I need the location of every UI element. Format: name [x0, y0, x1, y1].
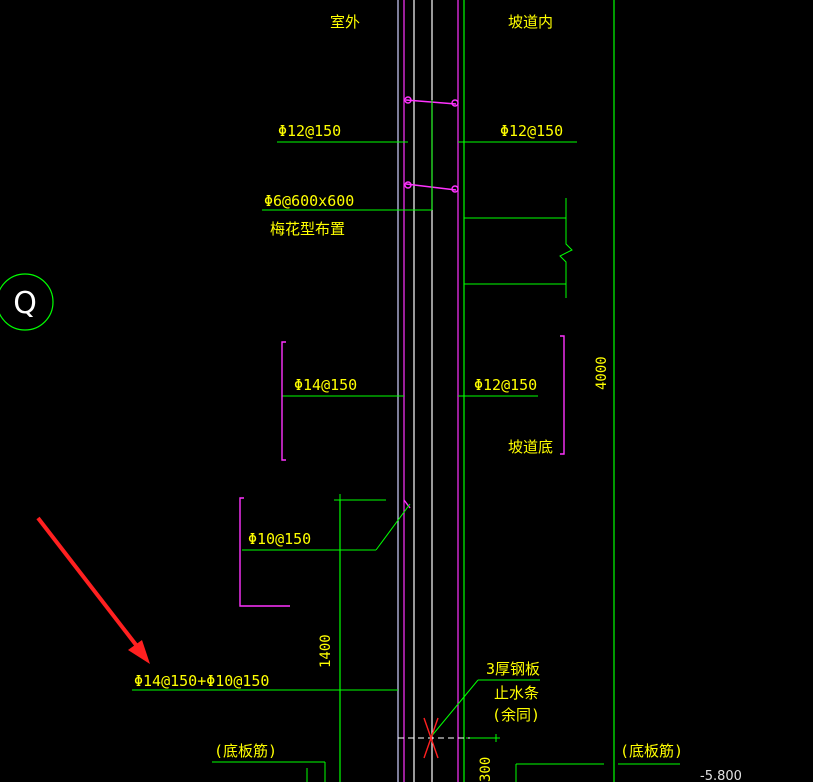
label-ramp-inside: 坡道内	[508, 13, 553, 31]
label-rebar-right-top: Φ12@150	[500, 122, 563, 140]
label-slab-rebar-right: (底板筋)	[620, 742, 683, 760]
label-rebar-combo: Φ14@150+Φ10@150	[134, 672, 269, 690]
label-rebar-left-top: Φ12@150	[278, 122, 341, 140]
label-rebar-left-mid: Φ14@150	[294, 376, 357, 394]
label-rebar-left-low: Φ10@150	[248, 530, 311, 548]
label-steel-plate: 3厚钢板	[486, 660, 540, 678]
tie-bars	[403, 96, 459, 509]
axis-bubble-label: Q	[13, 286, 37, 321]
dim-height-left: 1400	[318, 634, 334, 668]
label-tie-layout: 梅花型布置	[270, 220, 345, 238]
dim-small: 300	[478, 757, 494, 782]
waterstop-mark	[423, 717, 439, 759]
axis-bubble: Q	[0, 273, 54, 331]
label-waterstop: 止水条	[494, 684, 539, 702]
rebar-range-brackets	[239, 335, 565, 607]
red-arrow	[36, 516, 150, 664]
label-outdoor: 室外	[330, 13, 360, 31]
label-ramp-bottom: 坡道底	[508, 438, 553, 456]
label-rebar-right-mid: Φ12@150	[474, 376, 537, 394]
label-tie-spec: Φ6@600x600	[264, 192, 354, 210]
label-slab-rebar-left: (底板筋)	[214, 742, 277, 760]
leader-lines	[132, 100, 680, 782]
label-elevation: -5.800	[700, 769, 742, 782]
dim-height-right: 4000	[594, 356, 610, 390]
label-same-note: (余同)	[492, 706, 540, 724]
